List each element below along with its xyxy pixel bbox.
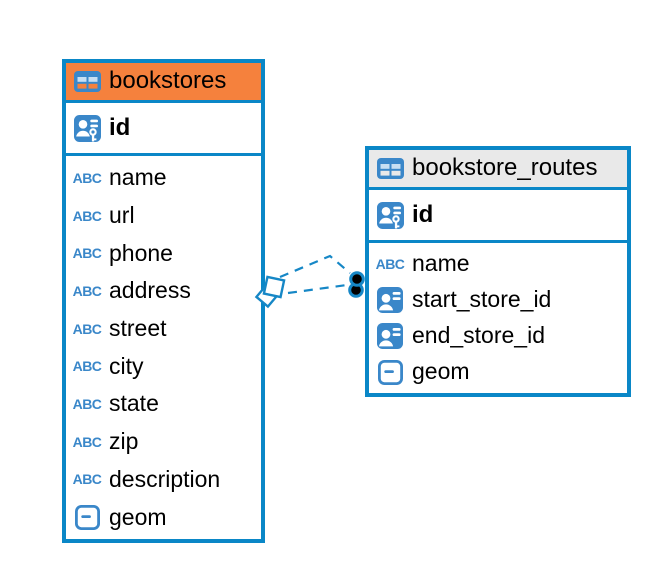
abc-text-icon: ABC [72,245,102,262]
person-card-icon [375,287,405,313]
column-row-geom[interactable]: geom [369,354,627,390]
abc-text-icon: ABC [375,256,405,272]
relationship-line[interactable] [287,283,348,295]
column-row-name[interactable]: ABC name [369,246,627,282]
column-name: zip [109,428,139,455]
geometry-square-icon [72,504,102,530]
column-row-address[interactable]: ABC address [66,272,261,310]
column-name: state [109,390,159,417]
abc-text-icon: ABC [72,358,102,375]
column-name: end_store_id [412,322,545,349]
primary-key-name: id [412,200,434,228]
column-row-url[interactable]: ABC url [66,197,261,235]
table-name: bookstores [109,67,227,95]
column-name: phone [109,239,173,266]
abc-text-icon: ABC [72,320,102,337]
primary-key-row[interactable]: id [66,103,261,156]
column-name: address [109,277,191,304]
column-name: start_store_id [412,286,552,313]
column-row-phone[interactable]: ABC phone [66,234,261,272]
table-grid-icon [72,71,102,92]
column-row-description[interactable]: ABC description [66,461,261,499]
column-row-state[interactable]: ABC state [66,385,261,423]
column-name: city [109,352,144,379]
column-name: url [109,201,135,228]
person-key-icon [375,201,405,229]
column-row-city[interactable]: ABC city [66,348,261,386]
relationship-line[interactable] [279,254,351,279]
column-name: description [109,465,221,492]
person-key-icon [72,114,102,142]
table-header[interactable]: bookstores [66,63,261,103]
relationship-dot-marker [349,271,365,287]
column-name: name [412,250,470,277]
column-row-start_store_id[interactable]: start_store_id [369,282,627,318]
table-header[interactable]: bookstore_routes [369,150,627,190]
abc-text-icon: ABC [72,396,102,413]
column-row-geom[interactable]: geom [66,498,261,536]
table-name: bookstore_routes [412,154,598,182]
column-row-end_store_id[interactable]: end_store_id [369,318,627,354]
column-row-name[interactable]: ABC name [66,159,261,197]
abc-text-icon: ABC [72,433,102,450]
abc-text-icon: ABC [72,471,102,488]
column-name: geom [109,503,167,530]
abc-text-icon: ABC [72,282,102,299]
primary-key-row[interactable]: id [369,190,627,243]
relationship-dot-marker [348,282,364,298]
column-row-street[interactable]: ABC street [66,310,261,348]
person-card-icon [375,323,405,349]
column-name: street [109,315,167,342]
table-grid-icon [375,158,405,179]
primary-key-name: id [109,113,131,141]
column-name: geom [412,358,470,385]
table-bookstore_routes[interactable]: bookstore_routes id ABC name start_store_… [365,146,631,397]
geometry-square-icon [375,359,405,385]
abc-text-icon: ABC [72,169,102,186]
relationship-diamond-marker [262,275,286,299]
column-row-zip[interactable]: ABC zip [66,423,261,461]
abc-text-icon: ABC [72,207,102,224]
columns-list: ABC name start_store_id end_store_id geom [369,243,627,393]
column-name: name [109,164,167,191]
